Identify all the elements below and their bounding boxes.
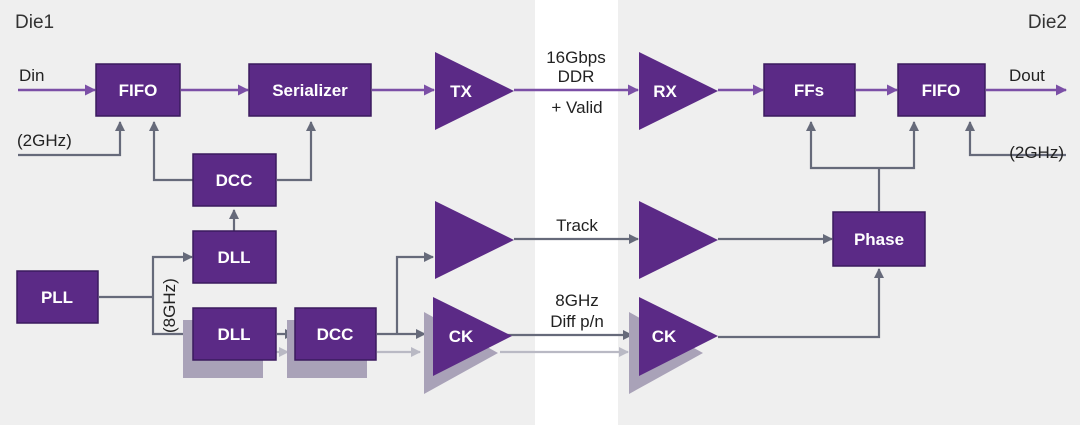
wire-pll-dll-top <box>151 252 193 297</box>
svg-text:Serializer: Serializer <box>272 81 348 100</box>
track-label: Track <box>556 216 598 235</box>
svg-text:DLL: DLL <box>217 325 250 344</box>
die2-label: Die2 <box>1028 12 1067 33</box>
svg-text:CK: CK <box>449 327 474 346</box>
wire-phase-ffs <box>806 121 879 170</box>
wire-pll-dll-bottom <box>151 297 193 339</box>
ck-rx-buffer: CK <box>639 297 718 376</box>
fifo-rx-block: FIFO <box>897 63 986 117</box>
wire-clk-left <box>18 121 125 157</box>
ck-tx-buffer: CK <box>433 297 512 376</box>
data-rate-label: 16Gbps <box>546 48 606 67</box>
dcc-top-block: DCC <box>192 153 277 207</box>
data-mode-label: DDR <box>558 67 595 86</box>
dcc-bottom-block: DCC <box>294 307 377 361</box>
svg-text:PLL: PLL <box>41 288 73 307</box>
dout-label: Dout <box>1009 66 1045 85</box>
pll-freq-label: (8GHz) <box>160 278 179 333</box>
serializer-block: Serializer <box>248 63 372 117</box>
svg-text:RX: RX <box>653 82 677 101</box>
track-rx-buffer <box>639 201 718 279</box>
svg-text:DLL: DLL <box>217 248 250 267</box>
din-label: Din <box>19 66 45 85</box>
dll-top-block: DLL <box>192 230 277 284</box>
wire-dcc-track <box>395 252 434 334</box>
svg-text:CK: CK <box>652 327 677 346</box>
clk-left-label: (2GHz) <box>17 131 72 150</box>
wire-clk-right <box>965 121 1066 157</box>
dll-bottom-block: DLL <box>192 307 277 361</box>
svg-text:FIFO: FIFO <box>119 81 158 100</box>
wires <box>18 84 1067 357</box>
svg-text:TX: TX <box>450 82 472 101</box>
ck-freq-label: 8GHz <box>555 291 598 310</box>
phase-block: Phase <box>832 211 926 267</box>
wire-phase-fifo <box>879 121 919 170</box>
track-tx-buffer <box>435 201 514 279</box>
svg-text:Phase: Phase <box>854 230 904 249</box>
svg-text:FIFO: FIFO <box>922 81 961 100</box>
ck-diff-label: Diff p/n <box>550 312 604 331</box>
rx-buffer: RX <box>639 52 718 130</box>
wire-dcc-serializer <box>277 121 316 182</box>
die-gap-channel <box>535 0 618 425</box>
valid-label: + Valid <box>551 98 602 117</box>
wire-ck-phase <box>718 268 884 339</box>
svg-text:FFs: FFs <box>794 81 824 100</box>
die1-label: Die1 <box>15 12 54 33</box>
fifo-tx-block: FIFO <box>95 63 181 117</box>
pll-block: PLL <box>16 270 99 324</box>
svg-text:DCC: DCC <box>317 325 354 344</box>
clk-right-label: (2GHz) <box>1009 143 1064 162</box>
wire-dcc-fifo <box>149 121 193 182</box>
tx-buffer: TX <box>435 52 514 130</box>
svg-text:DCC: DCC <box>216 171 253 190</box>
ffs-block: FFs <box>763 63 856 117</box>
